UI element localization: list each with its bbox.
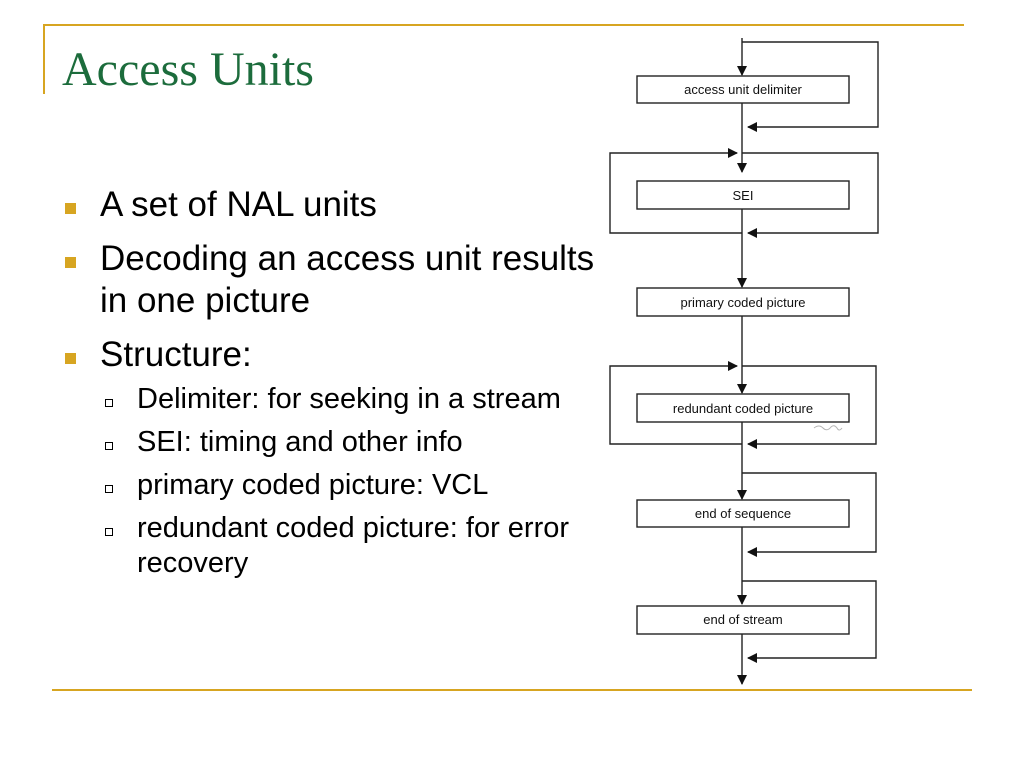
bullet-item: Structure: Delimiter: for seeking in a s… [62,334,597,581]
bullet-item: Decoding an access unit results in one p… [62,238,597,322]
bullet-text: Decoding an access unit results in one p… [100,239,595,320]
flow-box-label: end of sequence [695,506,791,521]
bullet-list: A set of NAL units Decoding an access un… [62,184,597,593]
flow-box: end of sequence [636,499,850,528]
flow-box-label: access unit delimiter [684,82,802,97]
flow-box-label: primary coded picture [681,295,806,310]
flow-box: redundant coded picture [636,393,850,423]
bullet-text: Structure: [100,335,252,374]
flow-box: access unit delimiter [636,75,850,104]
bullet-item: A set of NAL units [62,184,597,226]
flow-box: end of stream [636,605,850,635]
flow-box: SEI [636,180,850,210]
hollow-square-bullet-icon [105,528,113,536]
frame-bottom-rule [52,689,972,691]
flow-box-label: redundant coded picture [673,401,813,416]
flow-box-label: end of stream [703,612,783,627]
bullet-text: A set of NAL units [100,185,377,224]
frame-left-rule [43,24,45,94]
sub-bullet-item: redundant coded picture: for error recov… [100,511,597,581]
square-bullet-icon [65,353,76,364]
sub-bullet-item: SEI: timing and other info [100,425,597,460]
sub-bullet-text: Delimiter: for seeking in a stream [137,383,561,415]
sub-bullet-item: Delimiter: for seeking in a stream [100,382,597,417]
access-unit-flow-diagram: access unit delimiter SEI primary coded … [609,38,879,685]
sub-bullet-text: primary coded picture: VCL [137,469,489,501]
hollow-square-bullet-icon [105,485,113,493]
square-bullet-icon [65,257,76,268]
frame-top-rule [43,24,964,26]
scan-mark [813,425,843,431]
hollow-square-bullet-icon [105,442,113,450]
sub-bullet-list: Delimiter: for seeking in a stream SEI: … [100,382,597,581]
hollow-square-bullet-icon [105,399,113,407]
square-bullet-icon [65,203,76,214]
sub-bullet-text: redundant coded picture: for error recov… [137,512,570,579]
sub-bullet-text: SEI: timing and other info [137,426,463,458]
sub-bullet-item: primary coded picture: VCL [100,468,597,503]
flow-box-label: SEI [733,188,754,203]
slide-title: Access Units [62,43,314,96]
flow-box: primary coded picture [636,287,850,317]
